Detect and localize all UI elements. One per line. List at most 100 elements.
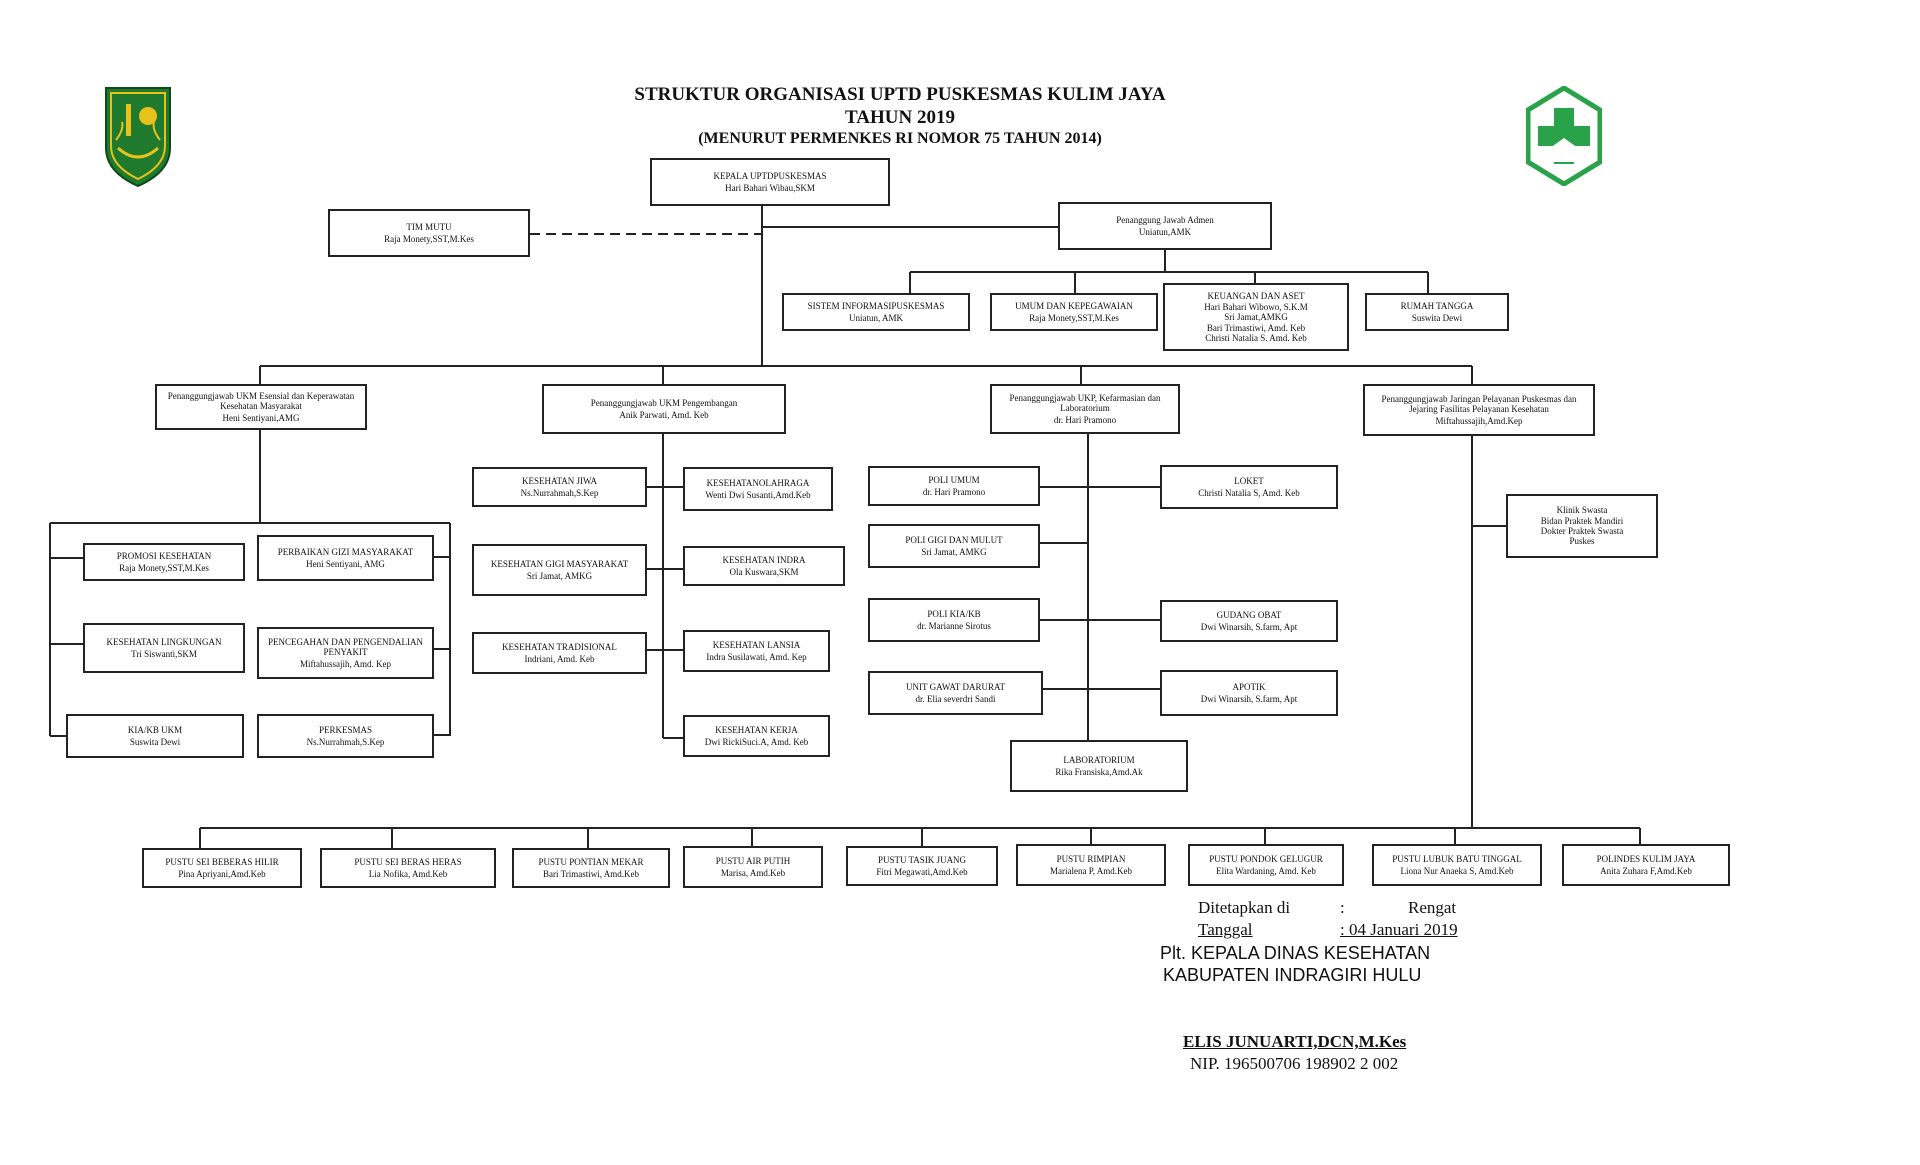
tim-mutu-name: Raja Monety,SST,M.Kes — [384, 233, 474, 244]
tim-mutu-box: TIM MUTU Raja Monety,SST,M.Kes — [328, 209, 530, 257]
unit-title: PROMOSI KESEHATAN — [116, 551, 212, 562]
pustu-sei-beras-heras: PUSTU SEI BERAS HERAS Lia Nofika, Amd.Ke… — [320, 848, 496, 888]
unit-name: Raja Monety,SST,M.Kes — [119, 562, 209, 573]
unit-title: PUSTU RIMPIAN — [1056, 854, 1126, 865]
unit-name: Indra Susilawati, Amd. Kep — [706, 651, 807, 662]
unit-name: dr. Marianne Sirotus — [917, 620, 991, 631]
head-box: KEPALA UPTDPUSKESMAS Hari Bahari Wibau,S… — [650, 158, 890, 206]
unit-name: Lia Nofika, Amd.Keb — [368, 868, 448, 879]
admin-unit-keuangan-aset: KEUANGAN DAN ASET Hari Bahari Wibowo, S.… — [1163, 283, 1349, 351]
pj-ukm-pengembangan-box: Penanggungjawab UKM Pengembangan Anik Pa… — [542, 384, 786, 434]
ukm-kesehatan-indra: KESEHATAN INDRA Ola Kuswara,SKM — [683, 546, 845, 586]
pj-name: Heni Sentiyani,AMG — [222, 412, 300, 423]
tanggal-value: : 04 Januari 2019 — [1340, 920, 1458, 939]
pj-title: Penanggungjawab UKM Esensial dan Keperaw… — [167, 390, 355, 412]
unit-name: Heni Sentiyani, AMG — [306, 558, 385, 569]
signatory-name: ELIS JUNUARTI,DCN,M.Kes — [1183, 1032, 1407, 1051]
tanggal-label: Tanggal — [1198, 920, 1253, 939]
head-title: KEPALA UPTDPUSKESMAS — [713, 171, 827, 182]
pj-name: Miftahussajih,Amd.Kep — [1435, 415, 1523, 426]
provincial-emblem-icon — [104, 86, 172, 193]
jejaring-line: Klinik Swasta — [1556, 505, 1608, 516]
unit-name: Miftahussajih, Amd. Kep — [300, 658, 391, 669]
unit-name: Sri Jamat, AMKG — [921, 546, 987, 557]
unit-name: dr. Hari Pramono — [922, 486, 986, 497]
ukp-laboratorium: LABORATORIUM Rika Fransiska,Amd.Ak — [1010, 740, 1188, 792]
office-line-2: KABUPATEN INDRAGIRI HULU — [1163, 965, 1422, 985]
unit-title: POLINDES KULIM JAYA — [1596, 854, 1696, 865]
admin-title: Penanggung Jawab Admen — [1116, 215, 1214, 226]
unit-name: Hari Bahari Wibowo, S.K.M Sri Jamat,AMKG… — [1204, 301, 1308, 344]
pj-ukm-esensial-box: Penanggungjawab UKM Esensial dan Keperaw… — [155, 384, 367, 430]
unit-title: POLI GIGI DAN MULUT — [905, 535, 1003, 546]
unit-name: Elita Wardaning, Amd. Keb — [1216, 865, 1316, 876]
head-name: Hari Bahari Wibau,SKM — [725, 182, 815, 193]
unit-name: Dwi Winarsih, S.farm, Apt — [1200, 621, 1298, 632]
unit-name: Marisa, Amd.Keb — [720, 867, 786, 878]
unit-title: KESEHATAN KERJA — [715, 725, 798, 736]
admin-unit-rumah-tangga: RUMAH TANGGA Suswita Dewi — [1365, 293, 1509, 331]
ukm-kesehatan-jiwa: KESEHATAN JIWA Ns.Nurrahmah,S.Kep — [472, 467, 647, 507]
unit-title: PUSTU AIR PUTIH — [715, 856, 791, 867]
admin-unit-sistem-informasi: SISTEM INFORMASIPUSKESMAS Uniatun, AMK — [782, 293, 970, 331]
unit-title: KIA/KB UKM — [127, 725, 183, 736]
pustu-pondok-gelugur: PUSTU PONDOK GELUGUR Elita Wardaning, Am… — [1188, 844, 1344, 886]
unit-name: Uniatun, AMK — [849, 312, 903, 323]
pj-name: Anik Parwati, Amd. Keb — [619, 409, 709, 420]
ukp-poli-gigi: POLI GIGI DAN MULUT Sri Jamat, AMKG — [868, 524, 1040, 568]
unit-name: Ns.Nurrahmah,S.Kep — [520, 487, 599, 498]
unit-name: Marialena P, Amd.Keb — [1050, 865, 1132, 876]
unit-name: Anita Zuhara F,Amd.Keb — [1600, 865, 1692, 876]
puskesmas-green-cross-icon — [1525, 85, 1603, 191]
unit-title: POLI KIA/KB — [927, 609, 981, 620]
unit-title: LABORATORIUM — [1063, 755, 1135, 766]
ukp-gudang-obat: GUDANG OBAT Dwi Winarsih, S.farm, Apt — [1160, 600, 1338, 642]
unit-title: GUDANG OBAT — [1216, 610, 1282, 621]
unit-title: PUSTU LUBUK BATU TINGGAL — [1392, 854, 1522, 865]
jejaring-line: Puskes — [1569, 536, 1595, 547]
unit-title: UNIT GAWAT DARURAT — [906, 682, 1005, 693]
unit-name: Indriani, Amd. Keb — [524, 653, 595, 664]
unit-name: Ola Kuswara,SKM — [729, 566, 799, 577]
chart-subtitle: (MENURUT PERMENKES RI NOMOR 75 TAHUN 201… — [698, 130, 1102, 147]
polindes-kulim-jaya: POLINDES KULIM JAYA Anita Zuhara F,Amd.K… — [1562, 844, 1730, 886]
pustu-tasik-juang: PUSTU TASIK JUANG Fitri Megawati,Amd.Keb — [846, 846, 998, 886]
ukm-promosi-kesehatan: PROMOSI KESEHATAN Raja Monety,SST,M.Kes — [83, 543, 245, 581]
ukp-poli-umum: POLI UMUM dr. Hari Pramono — [868, 466, 1040, 506]
jejaring-line: Bidan Praktek Mandiri — [1540, 515, 1624, 526]
ukm-kesehatan-lingkungan: KESEHATAN LINGKUNGAN Tri Siswanti,SKM — [83, 623, 245, 673]
admin-name: Uniatun,AMK — [1138, 226, 1192, 237]
unit-title: KEUANGAN DAN ASET — [1207, 290, 1305, 301]
unit-title: KESEHATAN JIWA — [521, 476, 598, 487]
unit-title: PENCEGAHAN DAN PENGENDALIAN PENYAKIT — [268, 636, 423, 658]
ukm-kesehatan-lansia: KESEHATAN LANSIA Indra Susilawati, Amd. … — [683, 630, 830, 672]
jejaring-line: Dokter Praktek Swasta — [1540, 526, 1624, 536]
unit-name: Dwi Winarsih, S.farm, Apt — [1200, 693, 1298, 704]
ukm-kia-kb: KIA/KB UKM Suswita Dewi — [66, 714, 244, 758]
ditetapkan-value: Rengat — [1408, 898, 1457, 917]
unit-name: Suswita Dewi — [1411, 312, 1463, 323]
chart-year: TAHUN 2019 — [845, 107, 955, 128]
pj-jaringan-box: Penanggungjawab Jaringan Pelayanan Puske… — [1363, 384, 1595, 436]
unit-name: Dwi RickiSuci.A, Amd. Keb — [704, 736, 809, 747]
unit-title: UMUM DAN KEPEGAWAIAN — [1015, 301, 1133, 312]
pustu-pontian-mekar: PUSTU PONTIAN MEKAR Bari Trimastiwi, Amd… — [512, 848, 670, 888]
ukp-apotik: APOTIK Dwi Winarsih, S.farm, Apt — [1160, 670, 1338, 716]
unit-name: dr. Elia severdri Sandi — [915, 693, 996, 704]
unit-title: PERKESMAS — [318, 725, 372, 736]
unit-name: Pina Apriyani,Amd.Keb — [178, 868, 266, 879]
pustu-rimpian: PUSTU RIMPIAN Marialena P, Amd.Keb — [1016, 844, 1166, 886]
unit-name: Suswita Dewi — [129, 736, 181, 747]
ukp-loket: LOKET Christi Natalia S, Amd. Keb — [1160, 465, 1338, 509]
ukm-kesehatan-kerja: KESEHATAN KERJA Dwi RickiSuci.A, Amd. Ke… — [683, 715, 830, 757]
admin-box: Penanggung Jawab Admen Uniatun,AMK — [1058, 202, 1272, 250]
signatory-nip: NIP. 196500706 198902 2 002 — [1190, 1054, 1399, 1073]
unit-title: SISTEM INFORMASIPUSKESMAS — [807, 301, 945, 312]
chart-title: STRUKTUR ORGANISASI UPTD PUSKESMAS KULIM… — [634, 84, 1166, 105]
unit-title: PUSTU PONTIAN MEKAR — [538, 857, 644, 868]
ditetapkan-label: Ditetapkan di — [1198, 898, 1291, 917]
unit-name: Ns.Nurrahmah,S.Kep — [306, 736, 385, 747]
tim-mutu-title: TIM MUTU — [406, 222, 452, 233]
